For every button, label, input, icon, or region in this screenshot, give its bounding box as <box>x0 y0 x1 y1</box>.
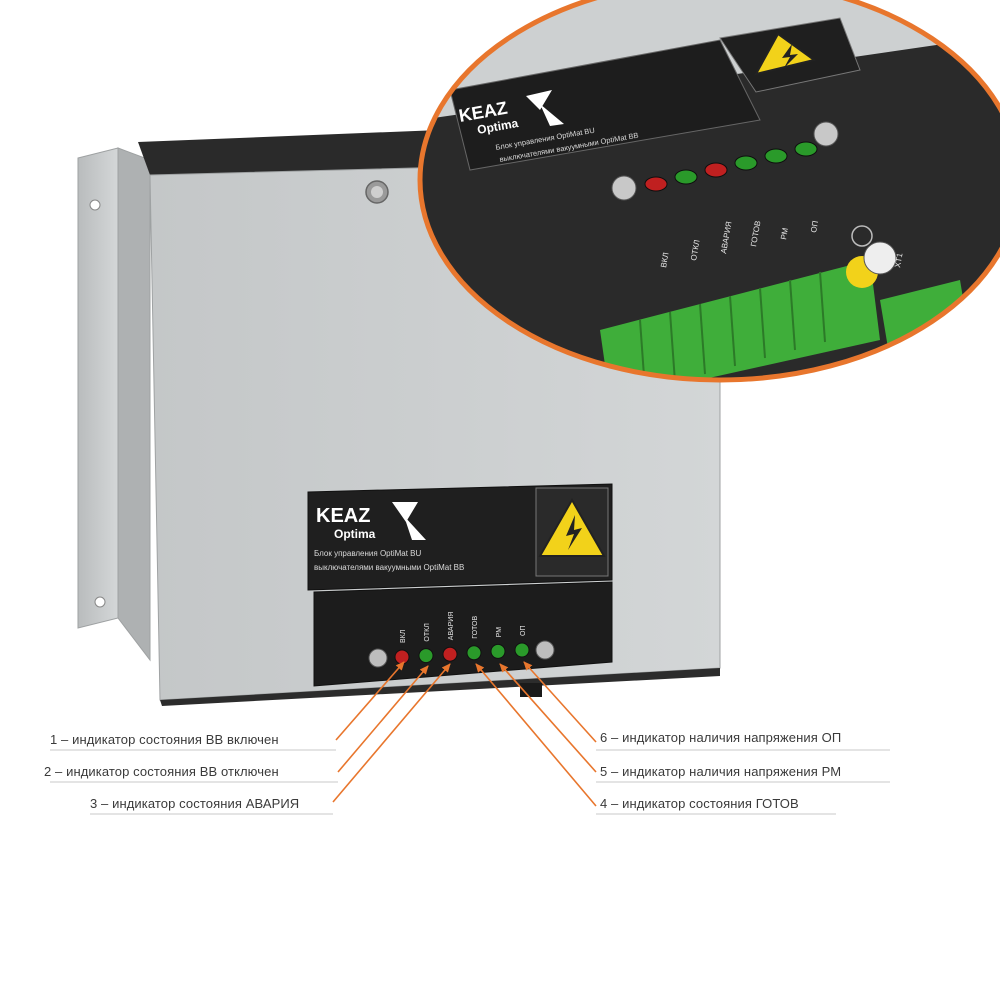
zoom-indicator-led-1 <box>644 176 668 192</box>
zoom-rotary-switch-icon <box>863 241 897 275</box>
zoom-indicator-label-1: ВКЛ <box>659 252 671 269</box>
zoom-indicator-led-2 <box>674 169 698 185</box>
indicator-label-2: ОТКЛ <box>424 623 431 642</box>
callout-4: 4 – индикатор состояния ГОТОВ <box>600 796 799 811</box>
zoom-indicator-led-4 <box>734 155 758 171</box>
zoom-indicator-led-5 <box>764 148 788 164</box>
indicator-led-5 <box>490 643 506 659</box>
arrow-5 <box>499 663 597 773</box>
panel-screw-left-icon <box>368 648 388 668</box>
keaz-logo-icon <box>392 502 426 540</box>
zoom-screw-left-icon <box>611 175 637 201</box>
indicator-led-1 <box>394 649 410 665</box>
panel-description-line2: выключателями вакуумными OptiMat BB <box>314 563 464 572</box>
indicator-led-6 <box>514 642 530 658</box>
zoom-keaz-logo-icon <box>526 90 564 126</box>
zoom-indicator-label-2: ОТКЛ <box>689 239 702 261</box>
zoom-indicator-label-6: ОП <box>809 220 820 234</box>
front-panel: KEAZ Optima Блок управления OptiMat BU в… <box>307 483 613 687</box>
callout-5: 5 – индикатор наличия напряжения РМ <box>600 764 842 779</box>
indicator-label-1: ВКЛ <box>400 629 407 643</box>
callout-2: 2 – индикатор состояния ВВ отключен <box>44 764 279 779</box>
arrow-3 <box>332 663 451 803</box>
panel-description-line1: Блок управления OptiMat BU <box>314 549 422 558</box>
zoom-indicator-label-5: РМ <box>779 227 790 241</box>
arrow-2 <box>337 665 429 773</box>
panel-screw-right-icon <box>535 640 555 660</box>
panel-series: Optima <box>334 527 376 541</box>
indicator-label-4: ГОТОВ <box>472 616 479 639</box>
callout-6: 6 – индикатор наличия напряжения ОП <box>600 730 842 745</box>
indicator-led-4 <box>466 645 482 661</box>
arrow-1 <box>335 661 405 741</box>
indicator-led-2 <box>418 648 434 664</box>
zoom-indicator-label-4: ГОТОВ <box>749 220 762 247</box>
panel-brand: KEAZ <box>316 505 370 527</box>
indicator-label-6: ОП <box>520 626 527 636</box>
zoom-border <box>417 0 1000 383</box>
callout-3: 3 – индикатор состояния АВАРИЯ <box>90 796 300 811</box>
callout-arrows <box>332 661 597 807</box>
arrow-4 <box>475 663 597 807</box>
callout-1: 1 – индикатор состояния ВВ включен <box>50 732 279 747</box>
zoom-indicator-led-3 <box>704 162 728 178</box>
indicator-label-5: РМ <box>496 627 503 638</box>
zoom-bubble: KEAZ Optima Блок управления OptiMat BU в… <box>417 0 1000 383</box>
zoom-terminal-block <box>600 260 880 380</box>
zoom-indicator-led-6 <box>794 141 818 157</box>
callout-underlines <box>50 749 890 815</box>
indicator-label-3: АВАРИЯ <box>448 612 455 641</box>
zoom-connector-label: XT1 <box>893 252 905 269</box>
arrow-6 <box>523 661 597 743</box>
zoom-screw-right-icon <box>813 121 839 147</box>
indicator-led-3 <box>442 646 458 662</box>
mounting-bracket <box>77 147 151 662</box>
